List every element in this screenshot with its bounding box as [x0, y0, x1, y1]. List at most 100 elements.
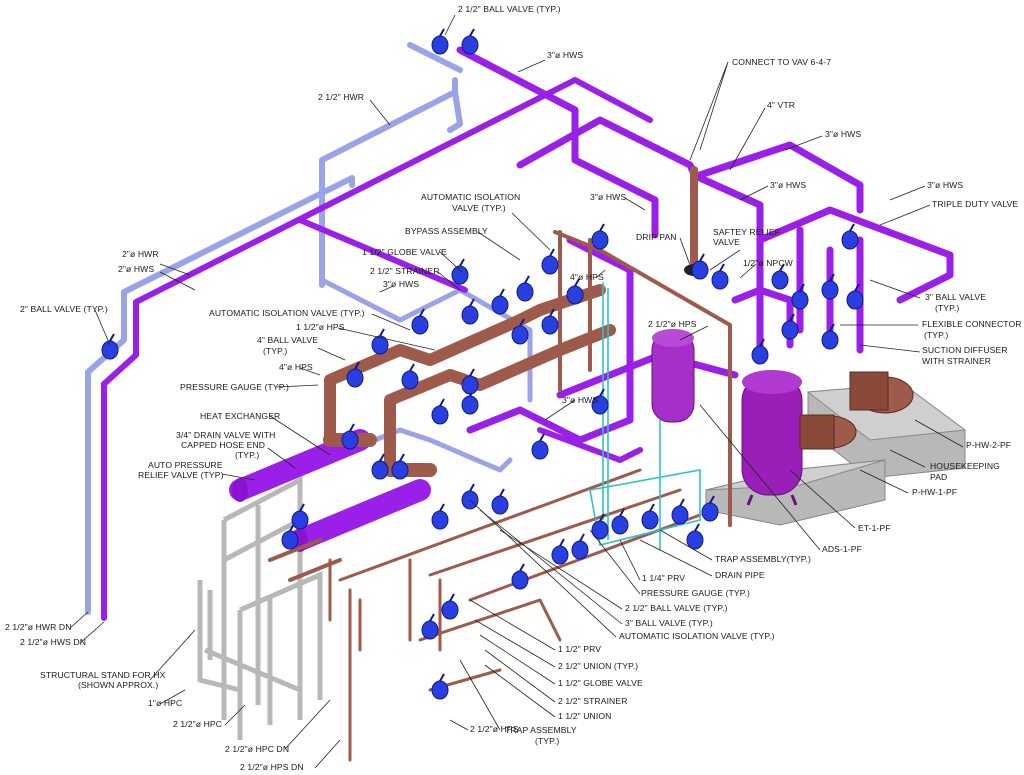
valve-icon [781, 320, 799, 340]
valve-stem-icon [354, 361, 360, 370]
valve-icon [441, 600, 459, 620]
valve-stem-icon [499, 288, 505, 297]
valve-stem-icon [449, 593, 455, 602]
valve-stem-icon [829, 323, 835, 332]
label-auto-iso-1: AUTOMATIC ISOLATION [421, 192, 520, 202]
valve-icon [611, 515, 629, 535]
label-hwr-2-1-2: 2 1/2" HWR [318, 92, 364, 102]
label-hps-1-1-2: 1 1/2"ø HPS [296, 322, 345, 332]
valve-icon [551, 545, 569, 565]
structural-stand [197, 475, 323, 740]
valve-stem-icon [849, 223, 855, 232]
heat-exchangers [229, 429, 437, 552]
valve-icon [431, 405, 449, 425]
valve-icon [461, 375, 479, 395]
label-apr-1: AUTO PRESSURE [148, 460, 223, 470]
label-hws-2: 2"ø HWS [118, 264, 154, 274]
label-auto-iso-bottom: AUTOMATIC ISOLATION VALVE (TYP.) [619, 631, 775, 641]
label-drain-1: 3/4" DRAIN VALVE WITH [176, 430, 275, 440]
hps-piping [268, 230, 732, 762]
valve-icon [431, 510, 449, 530]
valve-icon [541, 255, 559, 275]
label-hk-2: PAD [930, 472, 947, 482]
label-ball-valve-top: 2 1/2" BALL VALVE (TYP.) [458, 4, 561, 14]
label-hps-4-top: 4"ø HPS [570, 272, 604, 282]
valve-stem-icon [599, 513, 605, 522]
label-union-1-1-2: 1 1/2" UNION [558, 711, 611, 721]
label-stand-1: STRUCTURAL STAND FOR HX [40, 670, 166, 680]
label-drain-pipe: DRAIN PIPE [715, 570, 765, 580]
label-hws-3-right: 3"ø HWS [825, 129, 861, 139]
label-hps-dn: 2 1/2"ø HPS DN [240, 762, 304, 772]
valves [101, 28, 864, 700]
valve-stem-icon [559, 538, 565, 547]
label-prv-1-1-2: 1 1/2" PRV [558, 644, 601, 654]
label-drain-2: CAPPED HOSE END [181, 440, 265, 450]
valve-stem-icon [379, 328, 385, 337]
valve-stem-icon [649, 503, 655, 512]
valve-stem-icon [419, 308, 425, 317]
valve-stem-icon [459, 258, 465, 267]
label-hps-2-1-2: 2 1/2"ø HPS [648, 319, 697, 329]
valve-icon [431, 680, 449, 700]
valve-icon [686, 530, 704, 550]
label-hws-3-left: 3"ø HWS [383, 279, 419, 289]
valve-icon [641, 510, 659, 530]
label-drip-pan: DRIP PAN [636, 232, 677, 242]
label-hws-3-top: 3"ø HWS [547, 50, 583, 60]
label-globe-1-1-2: 1 1/2" GLOBE VALVE [362, 247, 447, 257]
valve-icon [821, 330, 839, 350]
valve-icon [591, 230, 609, 250]
valve-stem-icon [399, 453, 405, 462]
valve-stem-icon [349, 423, 355, 432]
label-drain-3: (TYP.) [235, 450, 259, 460]
label-trap-typ: TRAP ASSEMBLY(TYP.) [715, 554, 811, 564]
valve-icon [451, 265, 469, 285]
valve-icon [401, 370, 419, 390]
valve-icon [511, 570, 529, 590]
label-hpc-1: 1"ø HPC [148, 698, 182, 708]
valve-stem-icon [694, 523, 700, 532]
valve-stem-icon [469, 368, 475, 377]
label-suction-2: WITH STRAINER [922, 356, 991, 366]
label-ball-4-2: (TYP.) [263, 346, 287, 356]
label-ball-3-1: 3" BALL VALVE [925, 292, 986, 302]
label-hpc-dn: 2 1/2"ø HPC DN [225, 744, 289, 754]
label-et-1: ET-1-PF [858, 523, 891, 533]
valve-icon [411, 315, 429, 335]
label-vtr-4: 4" VTR [767, 100, 795, 110]
tanks [651, 329, 803, 506]
label-ball-3-2: (TYP.) [935, 303, 959, 313]
valve-stem-icon [579, 533, 585, 542]
label-hws-3-mid: 3"ø HWS [770, 180, 806, 190]
valve-stem-icon [299, 503, 305, 512]
label-connect-vav: CONNECT TO VAV 6-4-7 [732, 57, 831, 67]
label-hws-dn: 2 1/2"ø HWS DN [20, 637, 86, 647]
label-suction-1: SUCTION DIFFUSER [922, 345, 1008, 355]
valve-stem-icon [719, 263, 725, 272]
label-bypass: BYPASS ASSEMBLY [405, 226, 488, 236]
valve-stem-icon [779, 263, 785, 272]
valve-stem-icon [524, 275, 530, 284]
valve-stem-icon [469, 28, 475, 37]
pumps [799, 371, 914, 450]
valve-icon [461, 305, 479, 325]
label-hpc-2-1-2: 2 1/2"ø HPC [173, 719, 222, 729]
valve-stem-icon [574, 278, 580, 287]
valve-stem-icon [799, 283, 805, 292]
label-hk-1: HOUSEKEEPING [930, 461, 1000, 471]
valve-icon [491, 295, 509, 315]
label-hws-3-far: 3"ø HWS [927, 180, 963, 190]
valve-stem-icon [679, 498, 685, 507]
hwr-piping [85, 42, 533, 615]
valve-stem-icon [519, 563, 525, 572]
label-p-hw-2: P-HW-2-PF [966, 440, 1011, 450]
label-ads-1: ADS-1-PF [822, 544, 862, 554]
valve-icon [291, 510, 309, 530]
label-ball-3-bottom: 3" BALL VALVE (TYP.) [625, 618, 713, 628]
valve-stem-icon [599, 223, 605, 232]
valve-stem-icon [539, 433, 545, 442]
label-trap-1: TRAP ASSEMBLY [505, 725, 577, 735]
label-trap-2: (TYP.) [535, 736, 559, 746]
